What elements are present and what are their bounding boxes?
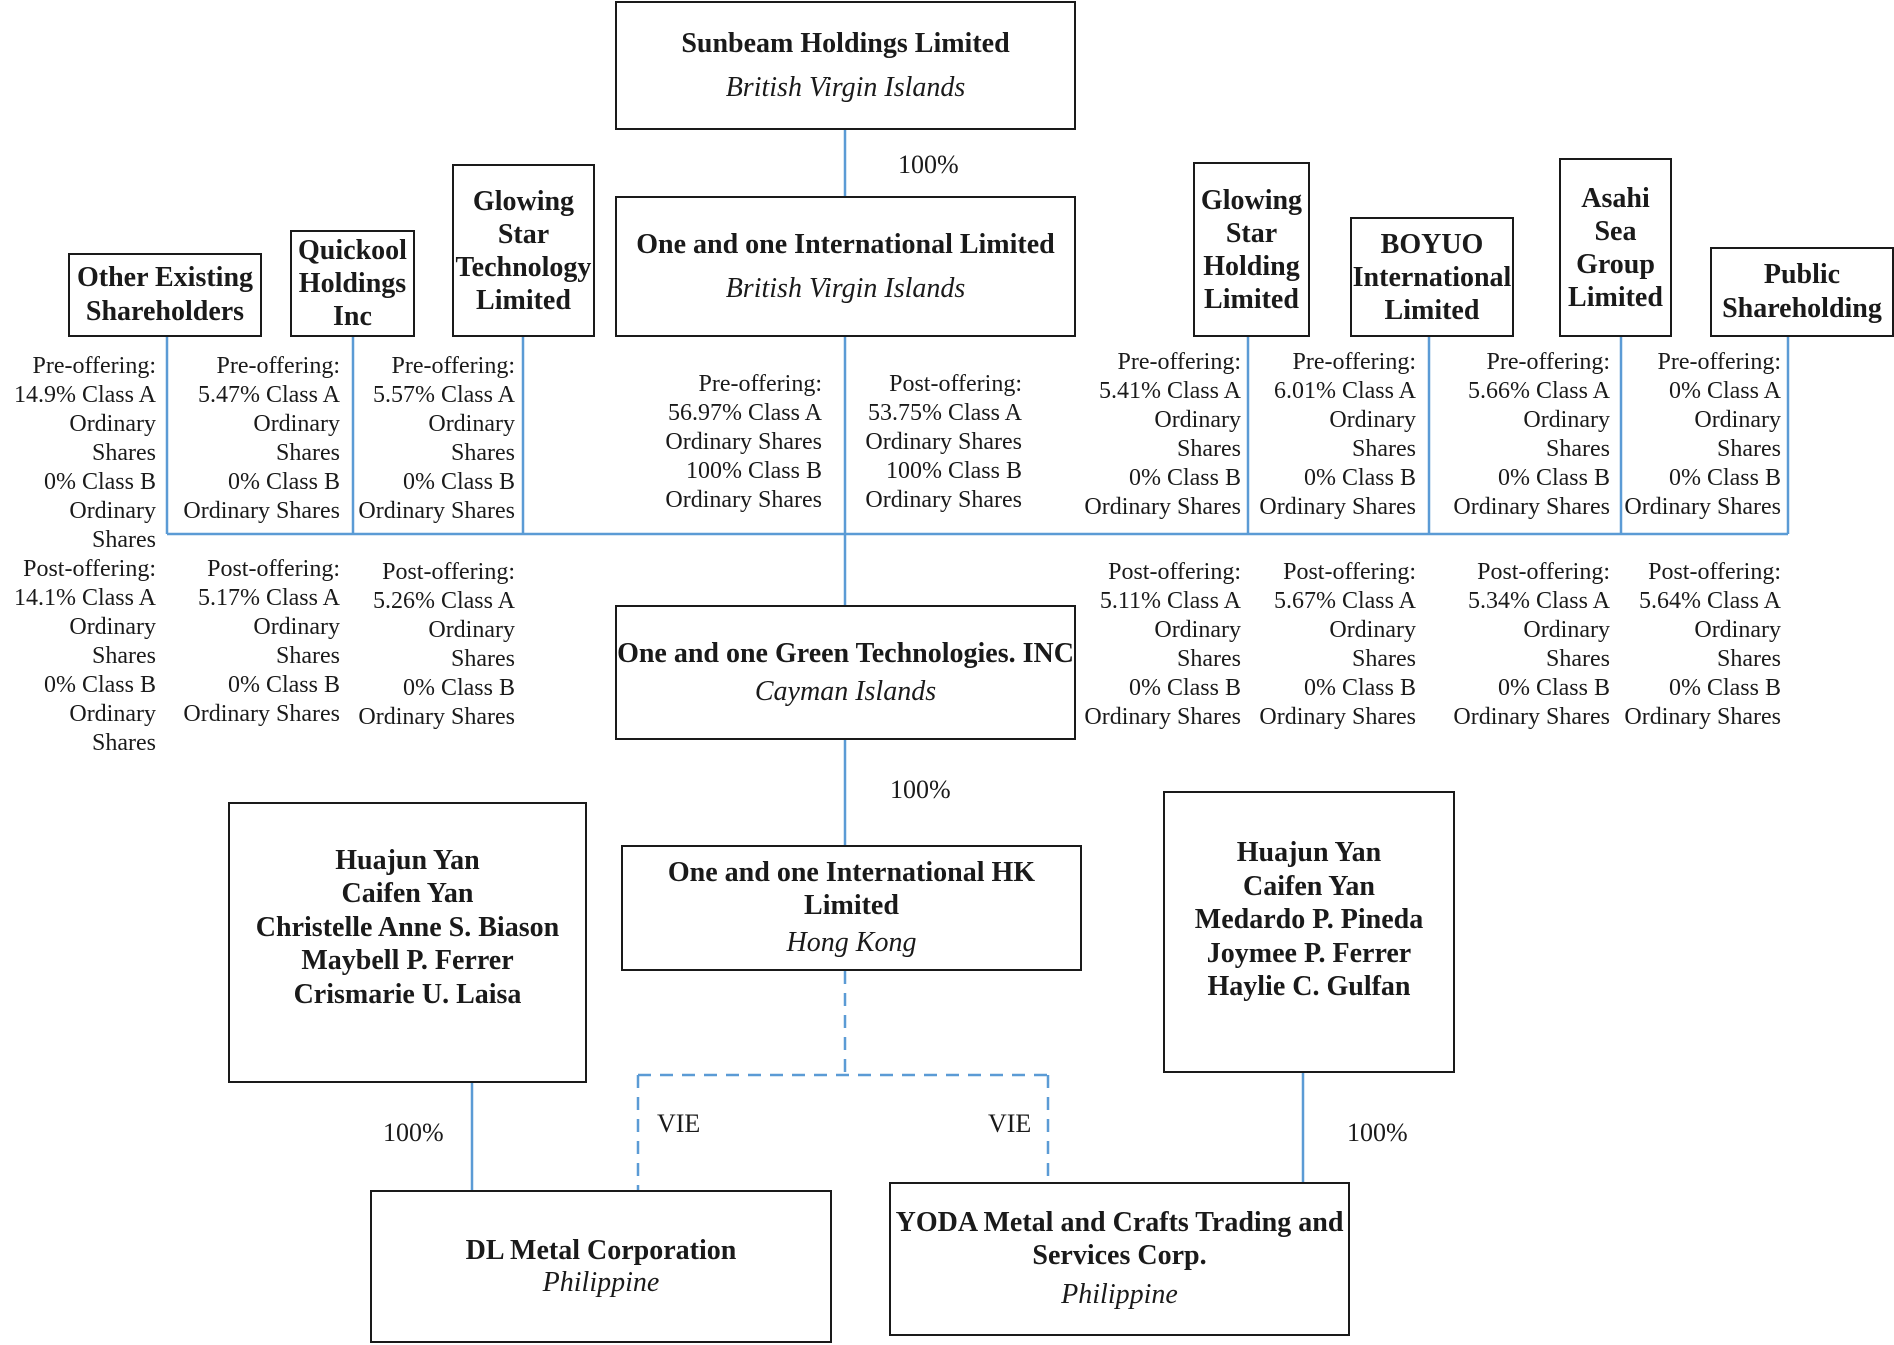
right-owners-ownership-label: 100% [1347,1118,1408,1147]
one-and-one-international-location: British Virgin Islands [725,272,966,304]
asahi-post-offering: Post-offering: 5.34% Class A Ordinary Sh… [1453,559,1610,730]
asahi-pre-offering: Pre-offering: 5.66% Class A Ordinary Sha… [1453,349,1610,520]
one-and-one-international-hk-name: One and one International HK Limited [667,857,1036,921]
one-and-one-international-hk-box: One and one International HK Limited Hon… [621,845,1082,971]
cayman-ownership-label: 100% [890,775,951,804]
vie-right-label: VIE [988,1109,1032,1138]
vie-left-label: VIE [657,1109,701,1138]
sunbeam-location: British Virgin Islands [725,71,966,103]
right-individual-owners-names: Huajun Yan Caifen Yan Medardo P. Pineda … [1194,837,1424,1003]
sunbeam-holdings-box: Sunbeam Holdings Limited British Virgin … [615,1,1076,130]
sunbeam-ownership-label: 100% [898,150,959,179]
public-shareholding-name: Public Shareholding [1722,259,1882,324]
other-existing-post-offering: Post-offering: 14.1% Class A Ordinary Sh… [13,556,156,756]
glowing-star-technology-name: Glowing Star Technology Limited [455,185,592,316]
glowing-star-holding-box: Glowing Star Holding Limited [1193,162,1310,337]
left-individual-owners-box: Huajun Yan Caifen Yan Christelle Anne S.… [228,802,587,1083]
other-existing-pre-offering: Pre-offering: 14.9% Class A Ordinary Sha… [13,353,156,553]
quickool-holdings-name: Quickool Holdings Inc [298,235,407,332]
dl-metal-corporation-box: DL Metal Corporation Philippine [370,1190,832,1343]
yoda-metal-crafts-name: YODA Metal and Crafts Trading and Servic… [895,1207,1344,1271]
glowing-star-tech-pre-offering: Pre-offering: 5.57% Class A Ordinary Sha… [358,353,515,524]
dl-metal-corporation-name: DL Metal Corporation [465,1234,737,1266]
public-shareholding-box: Public Shareholding [1710,247,1894,337]
glowing-star-tech-post-offering: Post-offering: 5.26% Class A Ordinary Sh… [358,559,515,730]
asahi-sea-group-name: Asahi Sea Group Limited [1568,182,1663,313]
one-and-one-post-offering: Post-offering: 53.75% Class A Ordinary S… [865,371,1022,513]
yoda-metal-crafts-location: Philippine [1061,1279,1178,1310]
other-existing-shareholders-name: Other Existing Shareholders [76,262,254,327]
yoda-metal-crafts-box: YODA Metal and Crafts Trading and Servic… [889,1182,1350,1336]
quickool-holdings-box: Quickool Holdings Inc [290,230,415,337]
other-existing-shareholders-box: Other Existing Shareholders [68,253,262,337]
boyuo-pre-offering: Pre-offering: 6.01% Class A Ordinary Sha… [1259,349,1416,520]
boyuo-international-box: BOYUO International Limited [1350,217,1514,337]
one-and-one-green-technologies-box: One and one Green Technologies. INC Caym… [615,605,1076,740]
boyuo-post-offering: Post-offering: 5.67% Class A Ordinary Sh… [1259,559,1416,730]
vie-dashed-lines [636,971,1050,1190]
one-and-one-green-technologies-name: One and one Green Technologies. INC [617,637,1074,669]
asahi-sea-group-box: Asahi Sea Group Limited [1559,158,1672,337]
public-post-offering: Post-offering: 5.64% Class A Ordinary Sh… [1624,559,1781,730]
one-and-one-international-name: One and one International Limited [636,228,1055,260]
glowing-star-holding-pre-offering: Pre-offering: 5.41% Class A Ordinary Sha… [1084,349,1241,520]
quickool-pre-offering: Pre-offering: 5.47% Class A Ordinary Sha… [183,353,340,524]
glowing-star-holding-post-offering: Post-offering: 5.11% Class A Ordinary Sh… [1084,559,1241,730]
sunbeam-name: Sunbeam Holdings Limited [681,27,1010,59]
left-owners-ownership-label: 100% [383,1118,444,1147]
glowing-star-technology-box: Glowing Star Technology Limited [452,164,595,337]
left-individual-owners-names: Huajun Yan Caifen Yan Christelle Anne S.… [255,844,560,1010]
one-and-one-international-box: One and one International Limited Britis… [615,196,1076,337]
one-and-one-pre-offering: Pre-offering: 56.97% Class A Ordinary Sh… [665,371,822,513]
one-and-one-green-technologies-location: Cayman Islands [754,675,937,707]
one-and-one-international-hk-location: Hong Kong [786,927,917,958]
boyuo-international-name: BOYUO International Limited [1352,228,1512,326]
glowing-star-holding-name: Glowing Star Holding Limited [1200,184,1303,315]
public-pre-offering: Pre-offering: 0% Class A Ordinary Shares… [1624,349,1781,520]
right-individual-owners-box: Huajun Yan Caifen Yan Medardo P. Pineda … [1163,791,1455,1073]
quickool-post-offering: Post-offering: 5.17% Class A Ordinary Sh… [183,556,340,727]
dl-metal-corporation-location: Philippine [542,1266,660,1298]
